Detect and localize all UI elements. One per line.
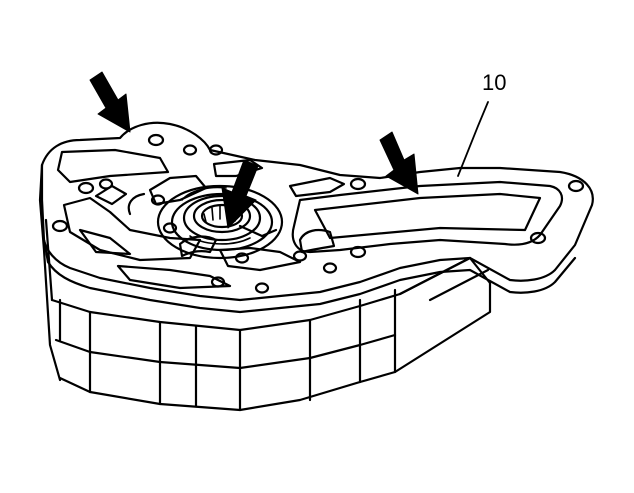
bolt-hole [98, 178, 114, 190]
bolt-holes [51, 133, 585, 294]
callout-leader-line [457, 101, 489, 177]
gasket-channel [291, 180, 564, 254]
bolt-hole [529, 231, 547, 245]
bolt-hole [150, 194, 166, 206]
bolt-hole [292, 250, 308, 262]
bolt-hole [208, 144, 224, 156]
arrow-center-seal-icon [221, 159, 259, 229]
pointer-arrows [89, 71, 419, 229]
bolt-hole [349, 245, 367, 259]
bolt-hole [349, 177, 367, 191]
arrow-left-area-icon [89, 71, 131, 133]
callout-label-10: 10 [482, 70, 507, 95]
bolt-hole [182, 144, 198, 156]
arrow-right-gasket-icon [379, 131, 419, 195]
bolt-hole [254, 282, 270, 294]
bolt-hole [147, 133, 165, 147]
center-seal [156, 184, 284, 260]
bolt-hole [567, 179, 585, 193]
bolt-hole [51, 219, 69, 233]
housing-body [38, 163, 492, 412]
bolt-hole [162, 222, 178, 234]
plate-passages [56, 148, 346, 290]
bolt-hole [322, 262, 338, 274]
bolt-hole [210, 276, 226, 288]
bolt-hole [77, 181, 95, 195]
bolt-hole [234, 252, 250, 264]
